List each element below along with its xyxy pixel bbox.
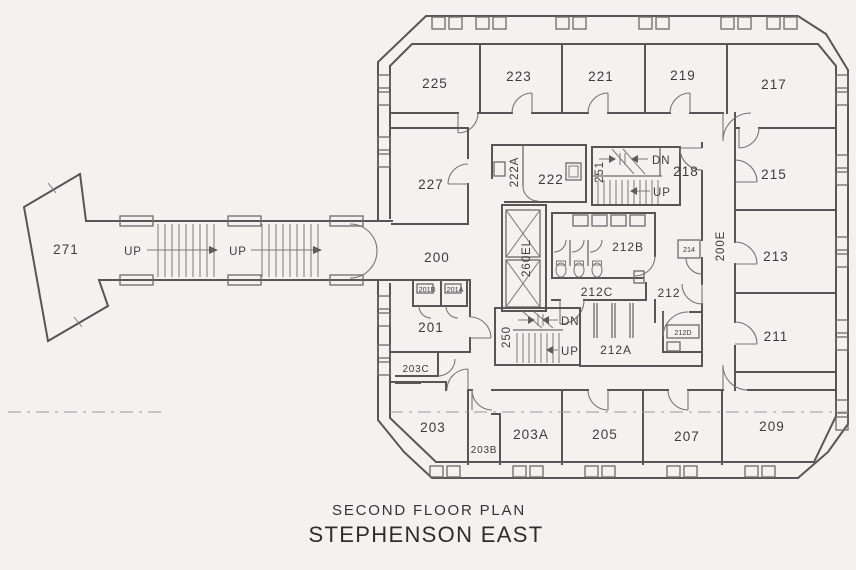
urinal-partitions bbox=[593, 303, 634, 338]
arrow-icon bbox=[209, 246, 218, 254]
door-arc bbox=[679, 147, 703, 171]
double-door-arc bbox=[349, 223, 378, 279]
room-222-walls bbox=[491, 144, 587, 203]
room-label-209: 209 bbox=[759, 419, 785, 434]
room-label-201a: 201A bbox=[447, 285, 464, 294]
corridor-label-200: 200 bbox=[424, 250, 450, 265]
door-arcs bbox=[457, 92, 760, 149]
dn-label: DN bbox=[561, 316, 579, 328]
door-arc bbox=[681, 283, 703, 305]
window-bays bbox=[377, 16, 849, 478]
door-arc bbox=[447, 163, 469, 185]
room-label-222: 222 bbox=[538, 172, 564, 187]
arrow-icon bbox=[313, 246, 322, 254]
door-arc bbox=[446, 368, 469, 391]
room-dividers bbox=[734, 209, 837, 373]
elevator-label-260el: 260EL bbox=[521, 239, 533, 277]
room-dividers bbox=[479, 43, 728, 114]
room-214-walls bbox=[677, 239, 701, 259]
title-block: SECOND FLOOR PLAN STEPHENSON EAST bbox=[309, 502, 544, 547]
bottom-room-row bbox=[8, 389, 848, 465]
room-label-212c: 212C bbox=[581, 285, 614, 299]
room-label-217: 217 bbox=[761, 77, 787, 92]
room-label-211: 211 bbox=[764, 329, 789, 344]
room-label-213: 213 bbox=[763, 249, 789, 264]
room-label-227: 227 bbox=[418, 177, 444, 192]
room-dividers bbox=[467, 389, 723, 465]
room-label-203c: 203C bbox=[402, 364, 429, 375]
room-203b-walls bbox=[491, 413, 501, 465]
stair-251-walls bbox=[591, 146, 681, 206]
room-label-222a: 222A bbox=[509, 157, 521, 188]
room-label-221: 221 bbox=[588, 69, 614, 84]
center-core bbox=[389, 127, 703, 391]
room-label-207: 207 bbox=[674, 429, 700, 444]
door-arc bbox=[662, 311, 689, 338]
stall-partitions bbox=[569, 240, 589, 266]
wing-pilasters bbox=[119, 215, 364, 286]
plan-title: STEPHENSON EAST bbox=[309, 522, 544, 547]
sink-icons bbox=[572, 214, 646, 227]
room-271-walls bbox=[22, 172, 110, 343]
room-label-218: 218 bbox=[673, 164, 699, 179]
top-room-row bbox=[391, 43, 837, 161]
room-label-201b: 201B bbox=[419, 285, 436, 294]
room-label-225: 225 bbox=[422, 76, 448, 91]
door-arcs bbox=[471, 389, 689, 411]
east-room-column bbox=[722, 159, 837, 391]
room-label-214: 214 bbox=[683, 245, 695, 254]
stair-label-251: 251 bbox=[594, 161, 606, 183]
room-201ab-walls bbox=[412, 279, 468, 307]
room-label-219: 219 bbox=[670, 68, 696, 83]
stair-label-250: 250 bbox=[501, 326, 513, 348]
room-label-205: 205 bbox=[592, 427, 618, 442]
room-label-203b: 203B bbox=[471, 445, 498, 456]
room-label-203: 203 bbox=[420, 420, 446, 435]
up-label: UP bbox=[653, 187, 671, 199]
room-227-walls bbox=[391, 127, 469, 225]
room-label-212b: 212B bbox=[612, 240, 644, 254]
elevator-x-icon bbox=[505, 209, 541, 308]
room-label-203a: 203A bbox=[513, 427, 549, 442]
up-label: UP bbox=[124, 246, 142, 258]
room-label-212a: 212A bbox=[600, 343, 632, 357]
dn-label: DN bbox=[652, 155, 670, 167]
elevator-shaft-walls bbox=[501, 204, 547, 312]
west-wing bbox=[22, 172, 393, 343]
door-arc bbox=[469, 316, 492, 339]
up-label: UP bbox=[561, 346, 579, 358]
room-label-271: 271 bbox=[53, 242, 79, 257]
stair-treads bbox=[597, 180, 659, 204]
up-label: UP bbox=[229, 246, 247, 258]
room-label-212: 212 bbox=[658, 286, 681, 300]
door-arcs bbox=[722, 159, 758, 391]
toilet-icons bbox=[555, 260, 603, 278]
corridor-label-200e: 200E bbox=[715, 231, 727, 262]
room-label-212d: 212D bbox=[674, 328, 691, 337]
room-212b-walls bbox=[551, 212, 656, 279]
elevator-car bbox=[505, 209, 541, 258]
room-label-223: 223 bbox=[506, 69, 532, 84]
sink-icon bbox=[565, 162, 582, 181]
room-203c-walls bbox=[389, 351, 471, 384]
room-212c-walls bbox=[551, 282, 647, 301]
room-label-201: 201 bbox=[418, 320, 444, 335]
room-203-walls bbox=[389, 381, 447, 391]
door-arc bbox=[559, 299, 585, 325]
room-label-215: 215 bbox=[761, 167, 787, 182]
wall-ticks bbox=[47, 182, 83, 328]
plan-subtitle: SECOND FLOOR PLAN bbox=[332, 502, 526, 519]
room-212a-walls bbox=[579, 299, 703, 367]
wing-corridor-walls bbox=[85, 220, 393, 281]
